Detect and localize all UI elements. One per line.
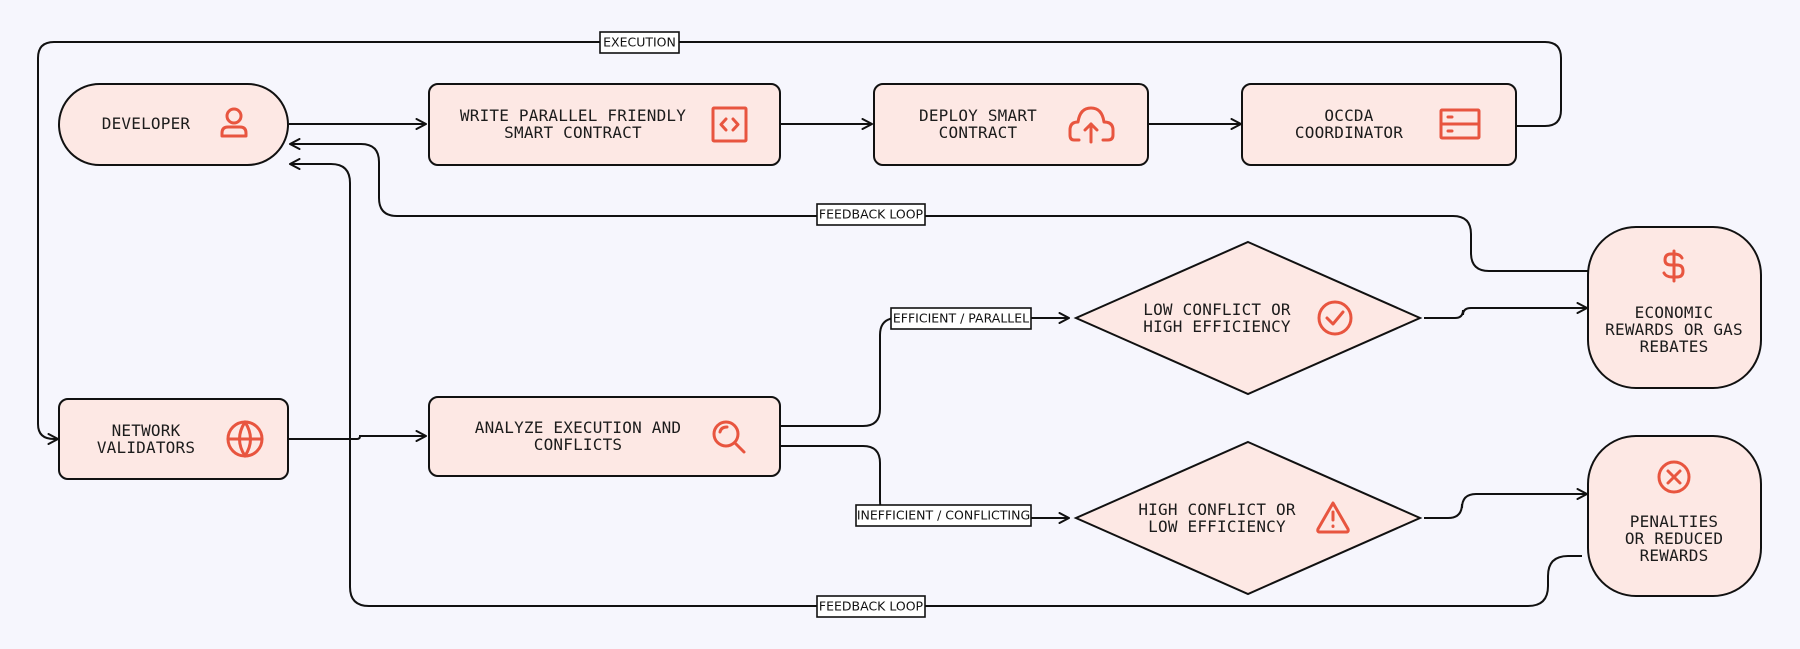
user-icon: [220, 107, 248, 138]
svg-text:INEFFICIENT / CONFLICTING: INEFFICIENT / CONFLICTING: [857, 508, 1030, 523]
svg-text:FEEDBACK LOOP: FEEDBACK LOOP: [819, 599, 924, 614]
node-analyze-label-1: ANALYZE EXECUTION AND: [475, 418, 682, 437]
edge-low-to-rewards: [1424, 302, 1588, 319]
node-economic-rewards: ECONOMIC REWARDS OR GAS REBATES: [1587, 226, 1762, 389]
node-penalties-label-3: REWARDS: [1640, 546, 1709, 565]
node-low-label-1: LOW CONFLICT OR: [1143, 300, 1291, 319]
node-occda-coordinator: OCCDA COORDINATOR: [1241, 83, 1517, 166]
node-low-label-2: HIGH EFFICIENCY: [1143, 317, 1291, 336]
node-developer-label: DEVELOPER: [102, 114, 191, 133]
edge-label-execution: EXECUTION: [599, 31, 680, 54]
node-high-label-2: LOW EFFICIENCY: [1148, 517, 1286, 536]
search-icon: [712, 420, 746, 454]
x-circle-icon: [1657, 460, 1691, 494]
node-write-label-2: SMART CONTRACT: [504, 123, 642, 142]
node-occda-label-2: COORDINATOR: [1295, 123, 1403, 142]
node-rewards-label-2: REWARDS OR GAS: [1605, 320, 1743, 339]
edge-high-to-penalties: [1424, 488, 1588, 519]
svg-text:EFFICIENT / PARALLEL: EFFICIENT / PARALLEL: [893, 311, 1029, 326]
check-circle-icon: [1317, 300, 1353, 336]
cloud-upload-icon: [1068, 106, 1115, 144]
globe-icon: [226, 420, 264, 458]
node-penalties-label-2: OR REDUCED: [1625, 529, 1723, 548]
node-deploy-label-1: DEPLOY SMART: [919, 106, 1037, 125]
edge-feedback-bottom: [289, 158, 1582, 607]
edge-execution-loop: [37, 41, 1562, 445]
node-high-label-1: HIGH CONFLICT OR: [1138, 500, 1295, 519]
edge-label-feedback-top: FEEDBACK LOOP: [816, 203, 926, 226]
node-penalties-label-1: PENALTIES: [1630, 512, 1719, 531]
edge-label-feedback-bottom: FEEDBACK LOOP: [816, 595, 926, 618]
edge-validators-to-analyze: [289, 430, 427, 442]
node-developer: DEVELOPER: [58, 83, 289, 166]
node-rewards-label-1: ECONOMIC: [1635, 303, 1714, 322]
node-validators-label-1: NETWORK: [112, 421, 181, 440]
node-analyze-label-2: CONFLICTS: [534, 435, 623, 454]
warning-icon: [1316, 501, 1350, 534]
server-icon: [1439, 108, 1481, 140]
node-occda-label-1: OCCDA: [1324, 106, 1373, 125]
node-validators-label-2: VALIDATORS: [97, 438, 195, 457]
dollar-icon: [1662, 249, 1685, 283]
node-write-label-1: WRITE PARALLEL FRIENDLY: [460, 106, 686, 125]
edge-label-efficient-parallel: EFFICIENT / PARALLEL: [890, 307, 1032, 330]
node-deploy-contract: DEPLOY SMART CONTRACT: [873, 83, 1149, 166]
node-rewards-label-3: REBATES: [1640, 337, 1709, 356]
node-low-conflict: LOW CONFLICT OR HIGH EFFICIENCY: [1073, 240, 1423, 396]
edge-analyze-to-low: [780, 312, 1070, 427]
svg-text:EXECUTION: EXECUTION: [603, 35, 676, 50]
node-deploy-label-2: CONTRACT: [939, 123, 1018, 142]
svg-text:FEEDBACK LOOP: FEEDBACK LOOP: [819, 207, 924, 222]
node-analyze-execution: ANALYZE EXECUTION AND CONFLICTS: [428, 396, 781, 477]
node-penalties: PENALTIES OR REDUCED REWARDS: [1587, 435, 1762, 597]
edge-label-inefficient-conflicting: INEFFICIENT / CONFLICTING: [855, 504, 1032, 527]
node-network-validators: NETWORK VALIDATORS: [58, 398, 289, 480]
node-write-contract: WRITE PARALLEL FRIENDLY SMART CONTRACT: [428, 83, 781, 166]
node-high-conflict: HIGH CONFLICT OR LOW EFFICIENCY: [1073, 440, 1423, 596]
code-icon: [711, 106, 748, 143]
